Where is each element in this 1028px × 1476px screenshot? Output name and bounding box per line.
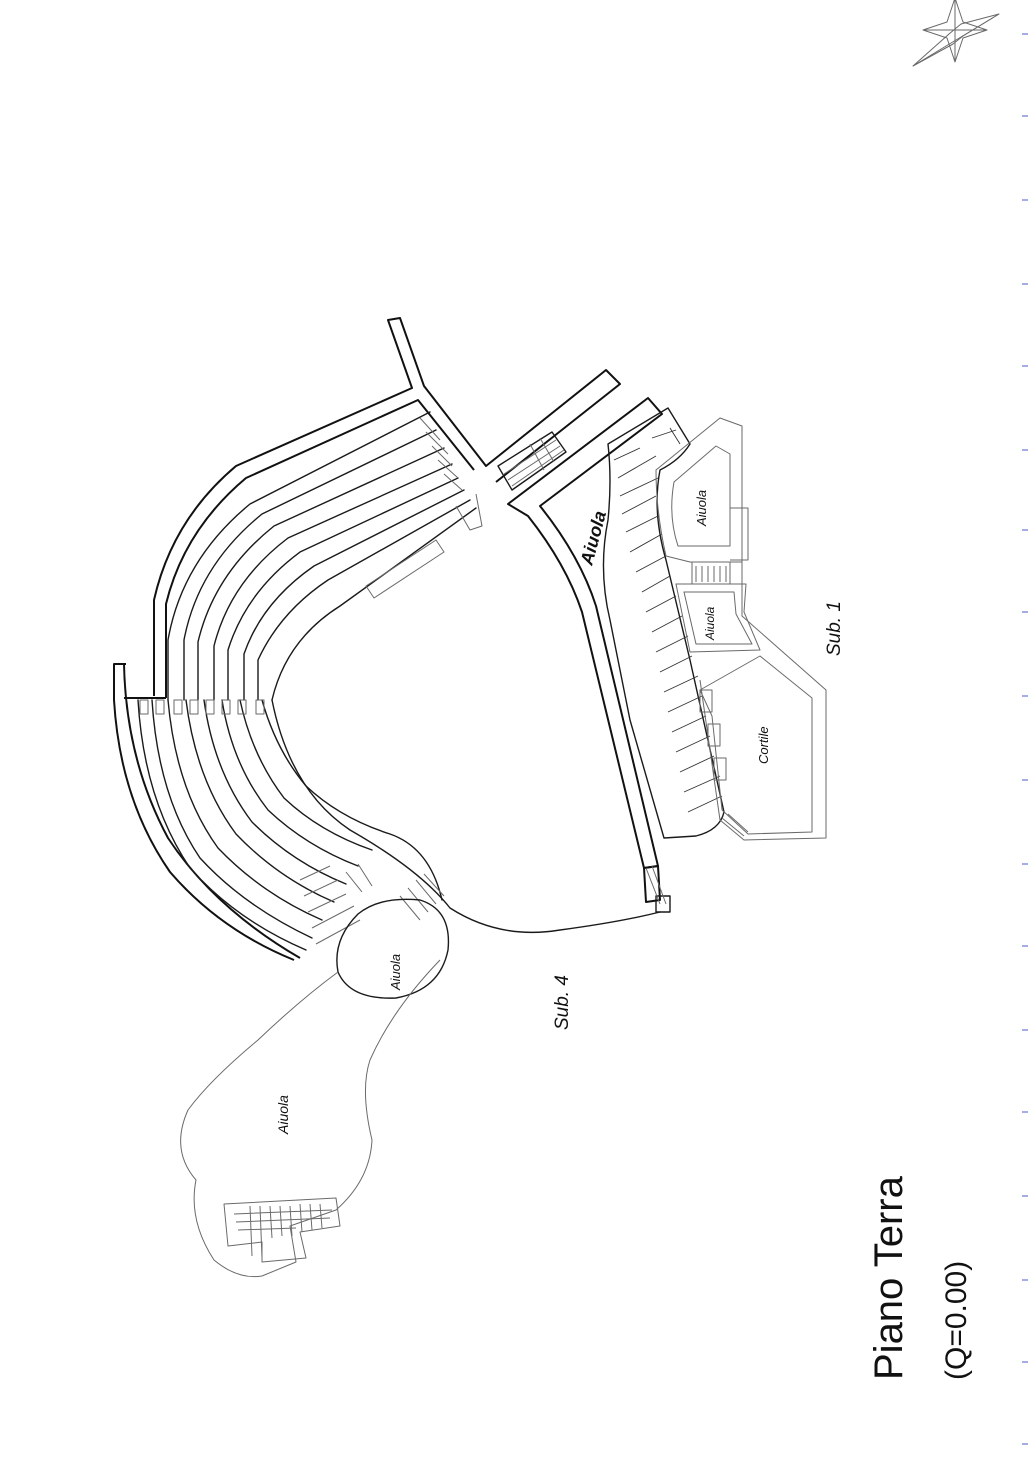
compass-rose-icon (912, 0, 1000, 67)
label-sub1: Sub. 1 (824, 601, 845, 656)
label-aiuola-small-top: Aiuola (694, 490, 709, 527)
hatched-ramp (602, 407, 725, 839)
sub1-building (645, 417, 827, 905)
label-aiuola-round: Aiuola (388, 954, 403, 991)
margin-ticks (1022, 33, 1028, 1445)
lower-amphitheatre-stairs (299, 863, 450, 999)
drawing-subtitle: (Q=0.00) (940, 1261, 973, 1380)
amphitheatre-seating-tiers (137, 411, 661, 951)
amphitheatre-outer-wall (113, 317, 621, 961)
label-aiuola-large: Aiuola (275, 1095, 291, 1135)
label-cortile: Cortile (756, 726, 771, 764)
label-aiuola-small-mid: Aiuola (703, 606, 717, 641)
drawing-title: Piano Terra (867, 1175, 911, 1380)
top-access-stair (497, 431, 567, 491)
label-sub4: Sub. 4 (552, 975, 573, 1030)
large-planter (180, 959, 441, 1278)
